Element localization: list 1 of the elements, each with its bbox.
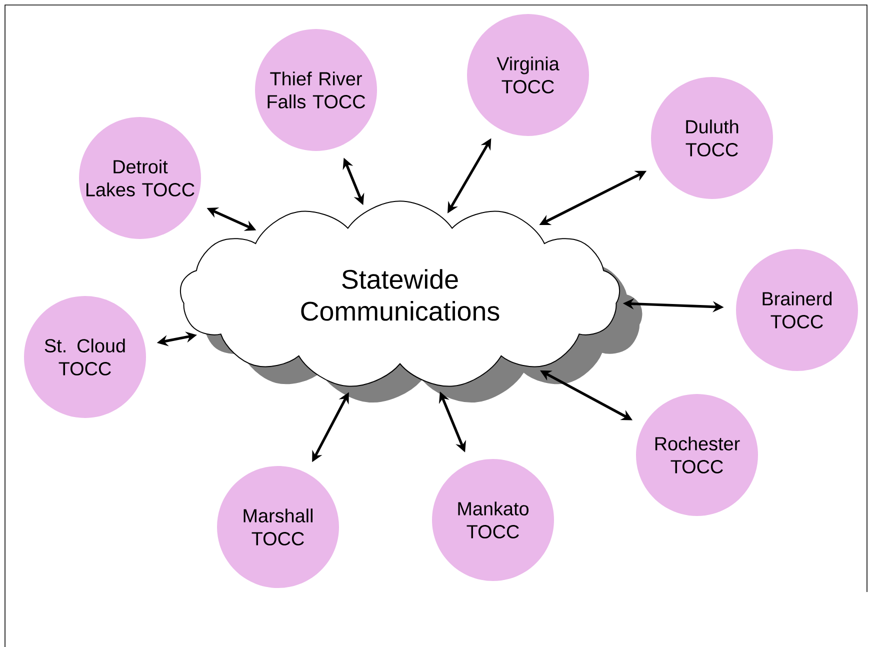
cloud: Statewide Communications bbox=[180, 200, 620, 387]
